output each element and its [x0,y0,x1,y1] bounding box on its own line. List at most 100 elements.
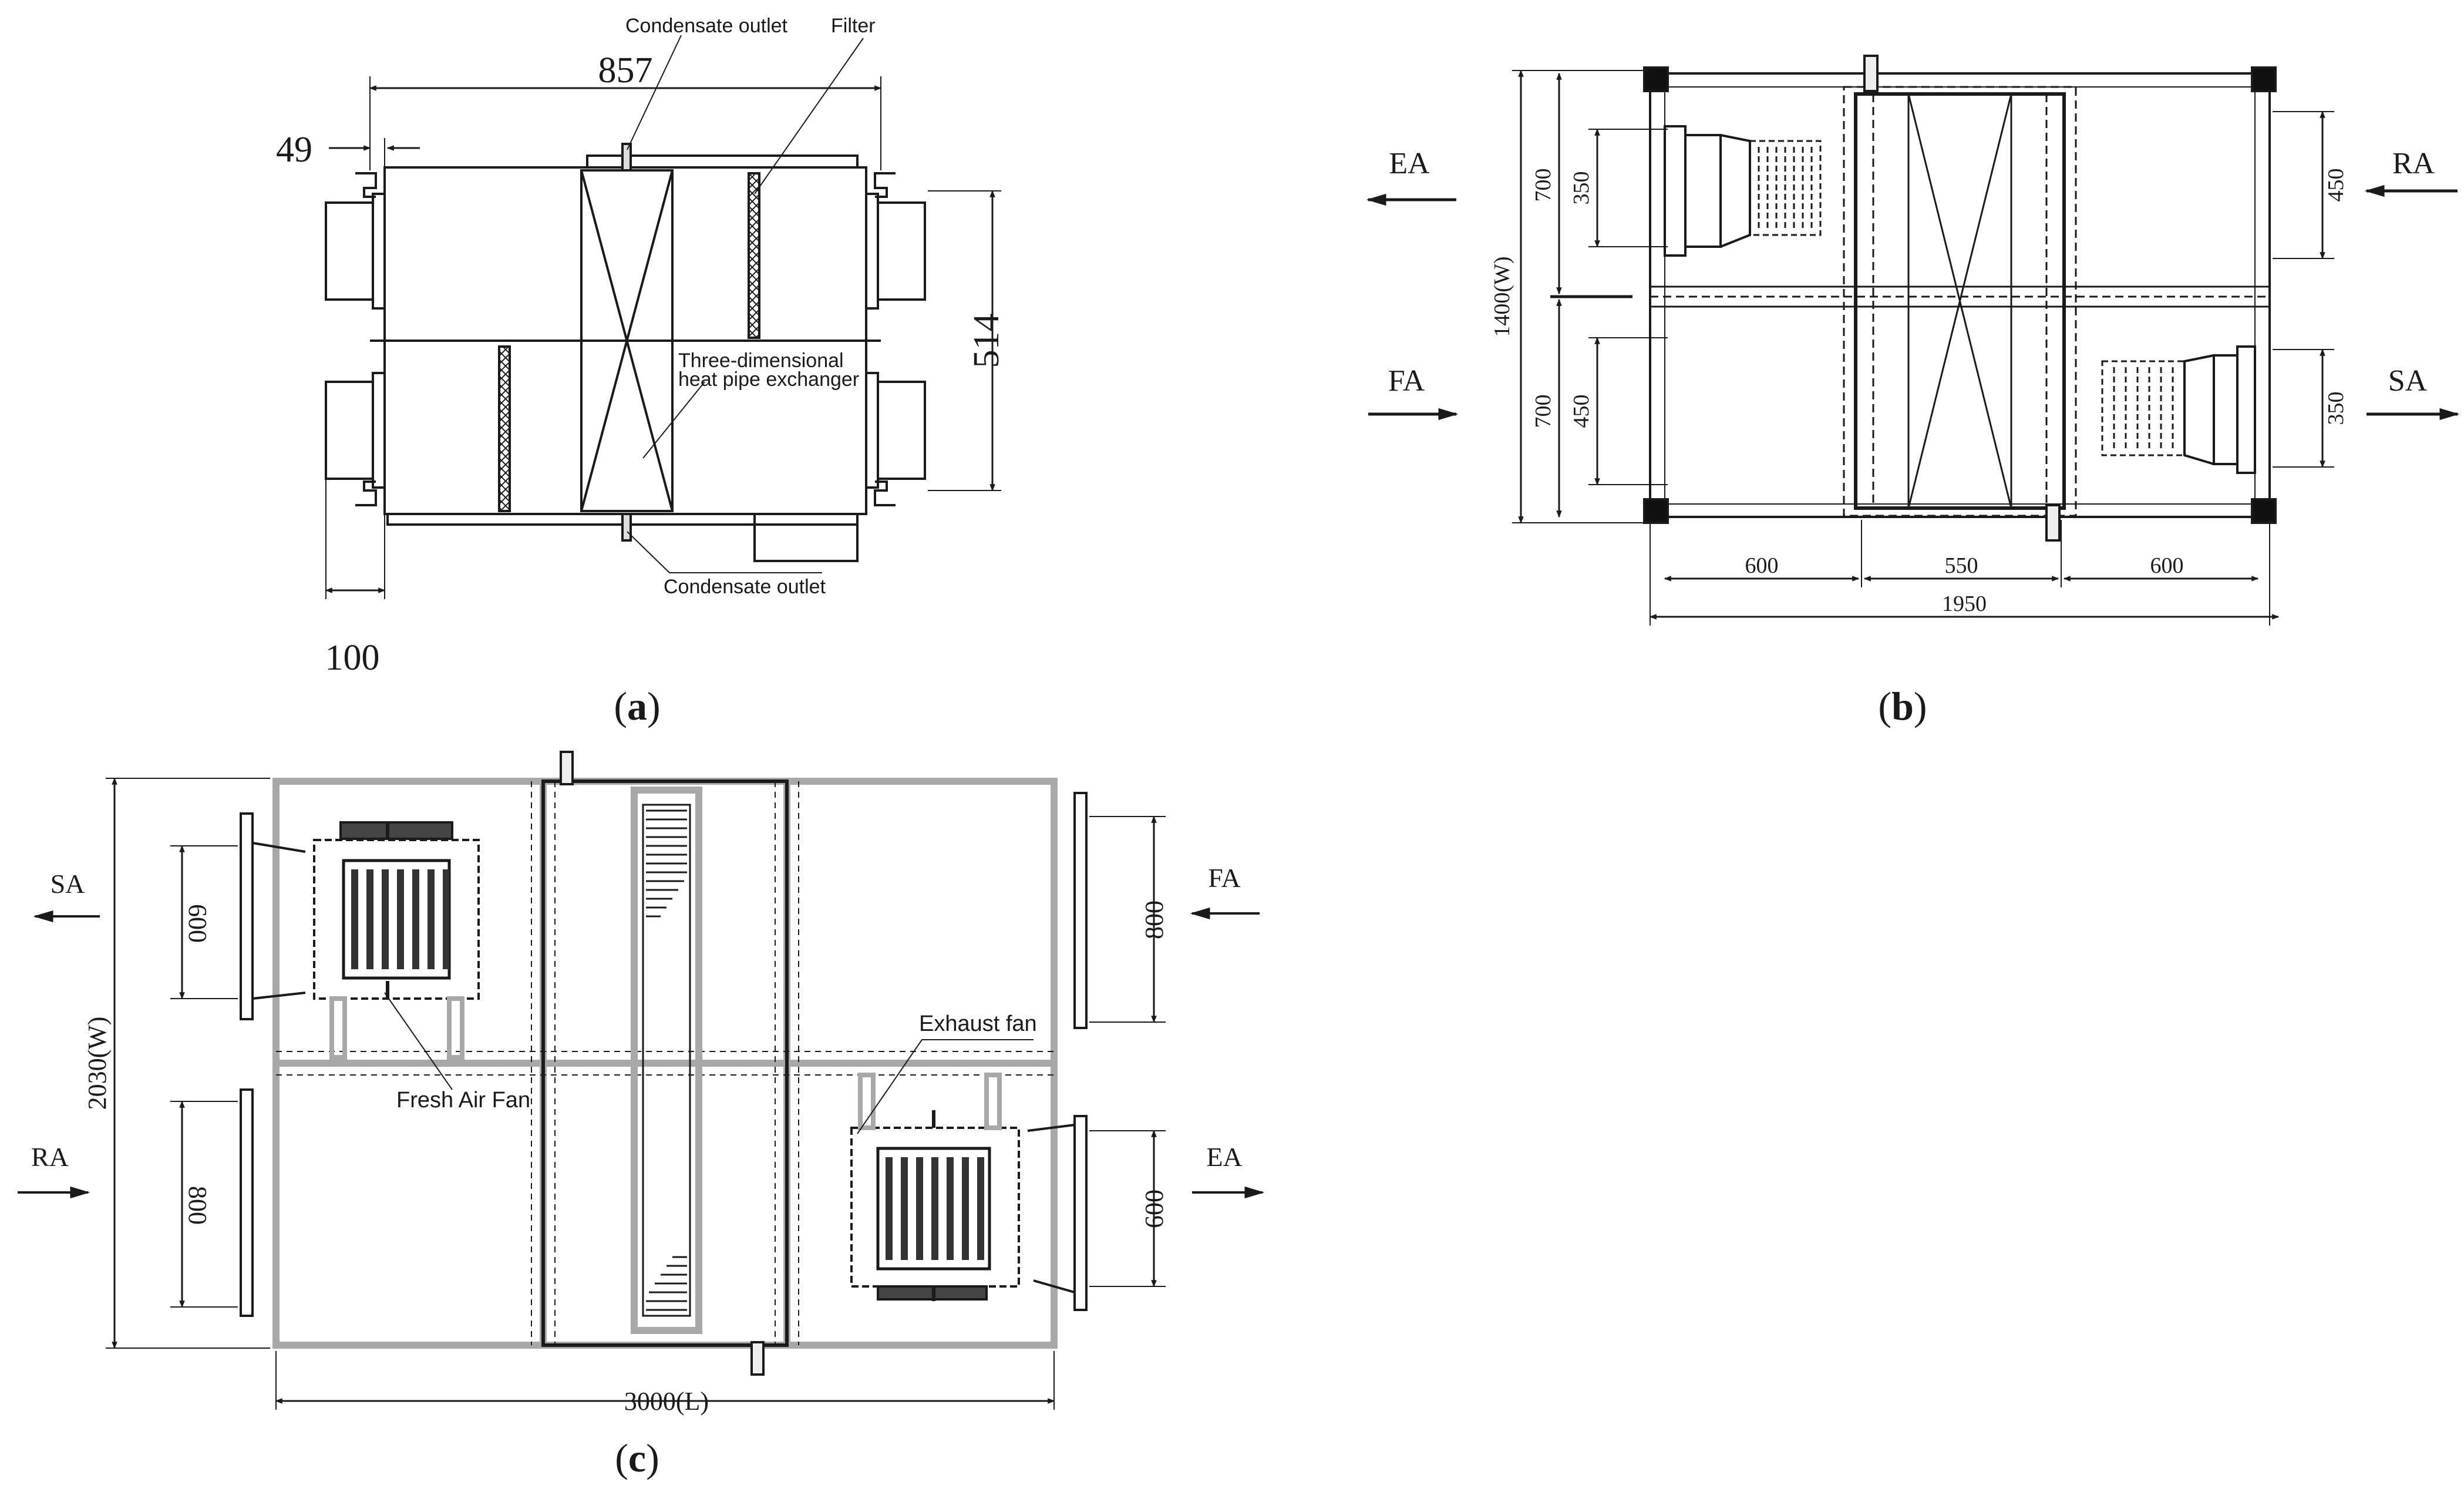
panel-c-callout-exhaust-fan: Exhaust fan [919,1012,1037,1036]
panel-b-exchanger-dashed [1843,86,2077,517]
panel-c-frame-dashed [276,781,1054,1345]
panel-c-fin-pattern-top [646,809,687,918]
panel-b-text: EA FA RA SA 1400(W) 700 700 350 450 450 … [1388,147,2435,728]
panel-c-dim-ea-duct: 600 [1140,1189,1169,1228]
panel-c-airflow-fa: FA [1208,863,1240,893]
panel-a-filter-upper [748,172,760,339]
panel-c-ra-duct-flange [240,1088,254,1317]
panel-b-dim-sec-left: 600 [1745,553,1779,578]
panel-b-exchanger-diagonal [1907,93,2012,509]
panel-b-dim-ra-duct: 450 [2324,169,2348,202]
panel-b-dim-ea-duct: 350 [1569,172,1594,205]
panel-c-condensate-pipe-bottom [750,1341,765,1376]
panel-c-leader-fresh-air-fan [384,992,453,1090]
panel-b-condensate-pipe-top [1863,55,1879,92]
panel-a-duct-flange-left-bottom [372,372,386,489]
panel-c-airflow-ra: RA [31,1142,69,1172]
panel-c-sa-duct-transition [252,842,306,1000]
panel-a-leader-condensate-top [627,35,682,150]
panel-a-callout-condensate-bottom: Condensate outlet [664,576,826,598]
panel-c-dim-sa-duct: 600 [183,904,212,943]
panel-b-dim-sa-duct: 350 [2324,392,2348,425]
panel-a-leader-filter [754,38,864,194]
panel-a-bracket [874,480,896,506]
panel-c-fin-pattern-bottom [646,1256,687,1311]
panel-c-condensate-pipe-top [560,751,574,785]
panel-b-airflow-sa: SA [2388,364,2428,398]
panel-b-label: (b) [1878,684,1927,728]
panel-b-airflow-ea: EA [1389,147,1430,180]
panel-c-frame [272,778,1058,1349]
panel-a-duct-collar-left-top [325,201,374,301]
panel-a-condensate-outlet-bottom [621,513,632,542]
panel-a-duct-flange-right-bottom [865,372,879,489]
panel-c-exchanger-section [541,779,789,1347]
panel-a-callout-exchanger-line1: Three-dimensional [678,350,844,372]
panel-b-sa-fan-transition [2183,354,2239,465]
panel-c-heat-pipe-inner [642,804,691,1317]
panel-a-duct-collar-right-bottom [877,381,926,480]
panel-b-plan-drawing [1366,55,2460,626]
panel-c-leader-exhaust-fan [857,1039,1034,1134]
panel-b-airflow-fa: FA [1388,364,1425,398]
panel-c-airflow-ea: EA [1206,1142,1242,1172]
panel-a-dim-label-100: 100 [325,638,380,678]
panel-a-callout-condensate-top: Condensate outlet [625,15,788,37]
panel-c-callout-fresh-air-fan: Fresh Air Fan [396,1088,530,1113]
panel-b-dim-half-bottom: 700 [1531,395,1556,428]
panel-b-corner [1643,66,1669,92]
panel-a-heat-pipe-unit-drawing [325,35,1001,599]
panel-b-ea-fan-transition [1684,134,1751,248]
panel-b-exchanger-core [1907,93,2012,509]
panel-a-duct-flange-left-top [372,193,386,310]
panel-a-leader-condensate-bottom [627,531,822,573]
panel-c-fresh-air-fan [313,821,480,1060]
panel-c-sa-duct-flange [240,812,254,1020]
panel-c-plan-drawing [18,751,1265,1410]
panel-b-ea-fan-flange [1664,125,1687,257]
panel-b-dim-sec-right: 600 [2150,553,2184,578]
panel-a-dim-label-49: 49 [276,130,312,170]
panel-b-dim-sec-mid: 550 [1945,553,1978,578]
panel-b-dim-length-total: 1950 [1942,592,1987,616]
panel-a-duct-flange-right-top [865,193,879,310]
panel-b-corner [2251,66,2277,92]
panel-a-exchanger-diagonal [580,170,674,512]
panel-b-ea-fan-coil [1749,140,1822,236]
panel-b-dim-width-total: 1400(W) [1490,256,1514,337]
panel-c-ea-duct-flange [1073,1115,1088,1311]
panel-c-fa-duct-flange [1073,792,1088,1029]
panel-b-airflow-ra: RA [2392,147,2435,180]
panel-b-corner [2251,498,2277,524]
panel-a-label: (a) [614,684,660,728]
panel-c-heat-pipe-core [631,787,702,1334]
panel-b-corner [1643,498,1669,524]
panel-a-duct-collar-left-bottom [325,381,374,480]
panel-a-callout-exchanger-line2: heat pipe exchanger [678,368,859,391]
panel-a-dim-label-857: 857 [598,51,653,90]
panel-a-text: 857 49 100 514 Condensate outlet Filter … [276,15,1007,728]
panel-a-callout-filter: Filter [831,15,876,37]
panel-a-duct-collar-right-top [877,201,926,301]
panel-b-dim-fa-duct: 450 [1569,395,1594,428]
panel-a-filter-lower [498,345,511,512]
panel-c-ea-duct-transition [1027,1124,1075,1293]
panel-a-leader-exchanger [642,381,705,459]
panel-c-text: SA RA FA EA 2030(W) 600 800 800 600 3000… [31,863,1243,1480]
panel-a-control-box [753,513,859,562]
panel-c-dim-width-total: 2030(W) [83,1017,112,1110]
panel-b-frame-inner [1664,86,2256,505]
panel-b-condensate-pipe-bottom [2045,504,2061,542]
panel-b-sa-fan-flange [2236,345,2256,474]
panel-c-dim-ra-duct: 800 [183,1186,212,1225]
panel-c-dim-fa-duct: 800 [1140,900,1169,939]
panel-a-top-rail [586,154,859,169]
panel-a-dim-label-514: 514 [967,314,1007,368]
panel-a-bracket [355,172,377,198]
panel-a-bracket [874,172,896,198]
panel-a-condensate-outlet-top [621,143,632,172]
panel-c-airflow-sa: SA [51,869,85,899]
panel-b-dim-half-top: 700 [1531,169,1556,202]
panel-c-dim-length-total: 3000(L) [624,1387,709,1416]
